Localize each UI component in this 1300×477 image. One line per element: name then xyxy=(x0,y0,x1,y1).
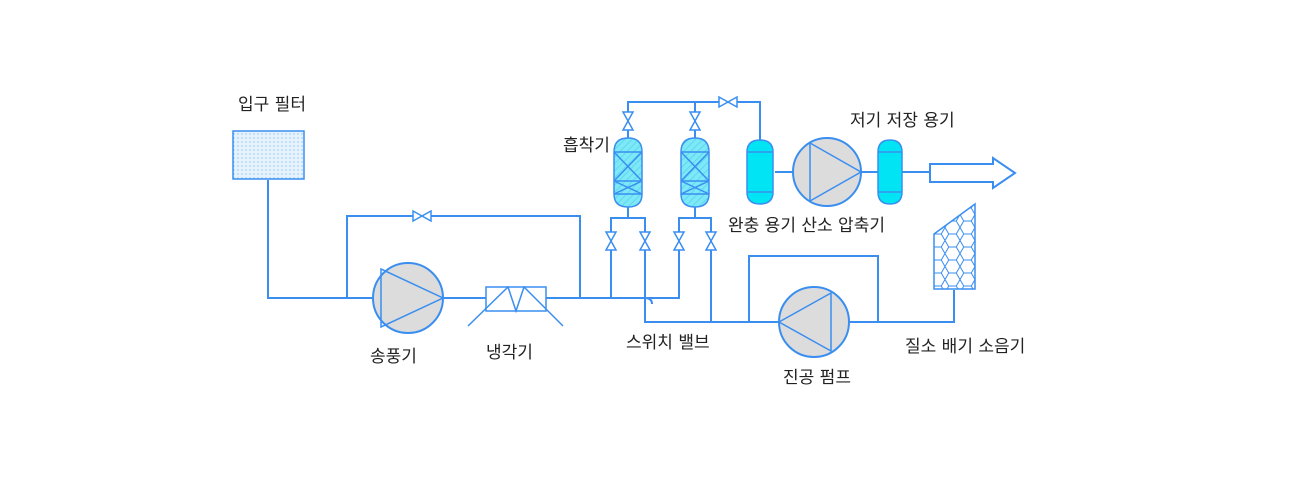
cooler xyxy=(467,285,564,327)
nitrogen-silencer xyxy=(933,202,976,290)
label-cooler: 냉각기 xyxy=(486,343,533,363)
vacuum-pump xyxy=(777,286,850,358)
inlet-filter xyxy=(232,130,305,180)
labels: 입구 필터 송풍기 냉각기 흡착기 스위치 밸브 완충 용기 산소 압축기 저기… xyxy=(238,95,1025,388)
switch-valve-4[interactable] xyxy=(704,231,718,251)
valve-bypass[interactable] xyxy=(412,209,432,223)
pump-triangle-icon xyxy=(809,141,863,203)
valve-top-header[interactable] xyxy=(718,95,738,109)
adsorber-1 xyxy=(613,137,643,208)
valve-adsorber-1-top[interactable] xyxy=(621,111,635,131)
pipe-network xyxy=(267,101,955,323)
switch-valve-2[interactable] xyxy=(638,231,652,251)
label-buffer-tank-and-compressor: 완충 용기 산소 압축기 xyxy=(728,216,885,236)
label-low-pressure-storage: 저기 저장 용기 xyxy=(850,111,955,131)
label-nitrogen-silencer: 질소 배기 소음기 xyxy=(905,337,1025,357)
product-outlet-arrow-icon xyxy=(929,156,1017,190)
pump-triangle-icon xyxy=(380,267,445,329)
adsorber-2 xyxy=(680,137,710,208)
label-switch-valve: 스위치 밸브 xyxy=(626,333,710,353)
valves xyxy=(412,95,738,251)
buffer-tank xyxy=(746,139,774,205)
label-blower: 송풍기 xyxy=(370,347,417,367)
storage-tank xyxy=(877,139,903,205)
switch-valve-1[interactable] xyxy=(604,231,618,251)
pump-triangle-icon xyxy=(777,291,832,353)
valve-adsorber-2-top[interactable] xyxy=(688,111,702,131)
label-vacuum-pump: 진공 펌프 xyxy=(783,368,851,388)
switch-valve-3[interactable] xyxy=(672,231,686,251)
label-inlet-filter: 입구 필터 xyxy=(238,95,306,115)
blower xyxy=(372,262,445,334)
label-adsorber: 흡착기 xyxy=(563,136,610,156)
oxygen-compressor xyxy=(792,137,863,207)
